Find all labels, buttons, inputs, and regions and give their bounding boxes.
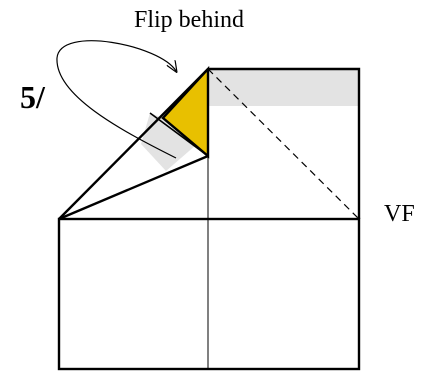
fold-label: VF — [384, 201, 415, 227]
step-number: 5/ — [20, 79, 46, 115]
flap-crease — [149, 112, 209, 157]
flap-shade-strip — [141, 113, 196, 171]
top-shade-strip — [208, 69, 359, 106]
upper-square-edge — [208, 67, 361, 219]
triangle-upper-edge — [58, 68, 209, 220]
flip-arrow — [56, 40, 176, 159]
bottom-square — [57, 217, 361, 371]
instruction-label: Flip behind — [134, 7, 244, 33]
triangle-lower-edge — [58, 154, 209, 221]
